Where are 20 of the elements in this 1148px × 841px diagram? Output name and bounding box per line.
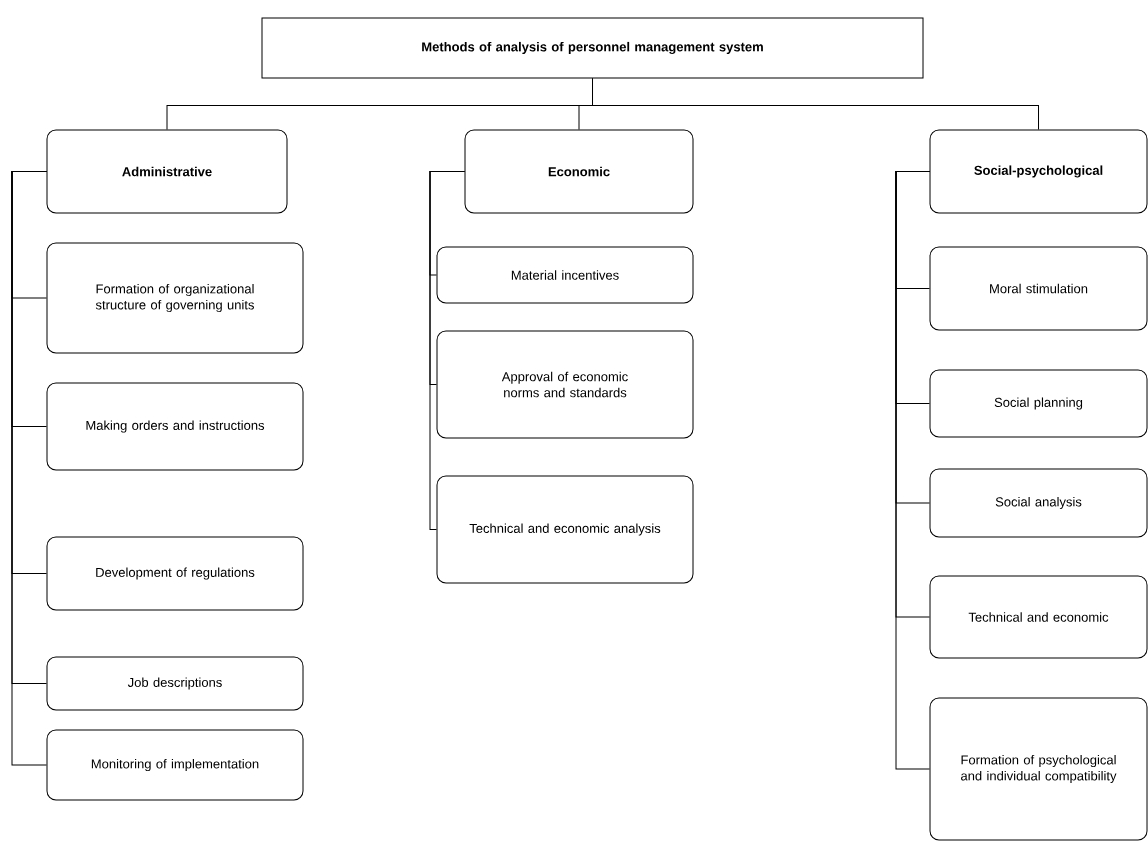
connector-line <box>895 171 930 770</box>
method-box: Social analysis <box>929 468 1148 538</box>
method-box: Development of regulations <box>46 536 304 611</box>
connector-line <box>592 78 1039 130</box>
method-box: Social planning <box>929 369 1148 438</box>
method-box: Formation of psychological and individual compatibility <box>929 697 1148 841</box>
method-box: Making orders and instructions <box>46 382 304 471</box>
method-box: Material incentives <box>436 246 694 304</box>
method-box: Monitoring of implementation <box>46 729 304 801</box>
category-box: Social-psychological <box>929 129 1148 214</box>
category-box: Administrative <box>46 129 288 214</box>
method-box: Moral stimulation <box>929 246 1148 331</box>
method-box: Technical and economic analysis <box>436 475 694 584</box>
method-box: Approval of economic norms and standards <box>436 330 694 439</box>
title-box: Methods of analysis of personnel management system <box>261 17 924 79</box>
connector-line <box>429 171 465 530</box>
category-box: Economic <box>464 129 694 214</box>
method-box: Job descriptions <box>46 656 304 711</box>
method-box: Technical and economic <box>929 575 1148 659</box>
method-box: Formation of organizational structure of governing units <box>46 242 304 354</box>
